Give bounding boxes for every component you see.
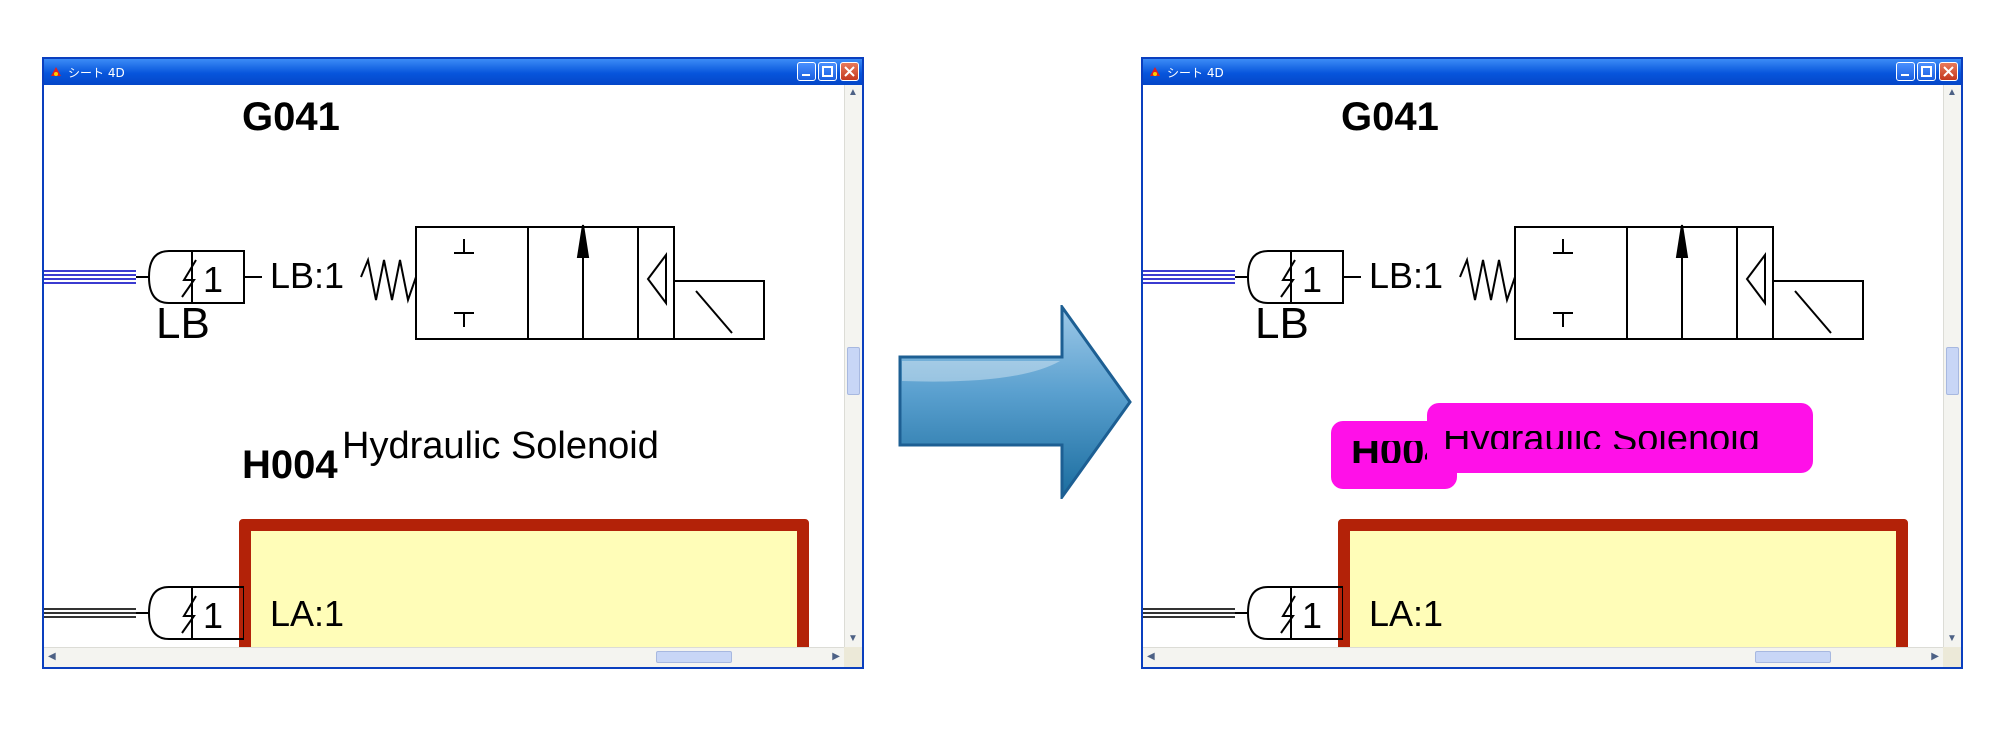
- connector-tag-lb: LB: [1255, 299, 1309, 348]
- component-description-clipped: Hydraulic Solenoid: [1443, 431, 1795, 449]
- close-icon: [1943, 66, 1954, 77]
- port-label-la: LA:1: [270, 593, 345, 634]
- connector-pin-number: 1: [203, 259, 224, 300]
- scroll-left-icon[interactable]: ◀: [1147, 651, 1155, 662]
- scrollbar-corner: [844, 647, 862, 667]
- group-label-g041: G041: [1341, 95, 1439, 139]
- group-label-g041: G041: [242, 95, 340, 139]
- wire-bundle-blue: [44, 270, 136, 284]
- connector-tag-lb: LB: [156, 299, 210, 348]
- spring-symbol: [360, 256, 417, 304]
- scroll-up-icon[interactable]: ▲: [1947, 87, 1957, 98]
- wire-bundle-black: [1143, 608, 1235, 618]
- vertical-scroll-thumb[interactable]: [847, 347, 860, 395]
- vertical-scrollbar[interactable]: ▲ ▼: [844, 85, 862, 647]
- window-titlebar[interactable]: シート 4D: [1143, 59, 1961, 85]
- window-title: シート 4D: [68, 66, 125, 80]
- component-description: Hydraulic Solenoid: [342, 425, 659, 467]
- maximize-button[interactable]: [818, 62, 837, 81]
- window-before: シート 4D G041: [42, 57, 864, 669]
- selected-component-panel[interactable]: [1338, 519, 1908, 647]
- app-icon: [51, 67, 61, 76]
- connector-la-symbol: [1235, 586, 1343, 640]
- horizontal-scrollbar[interactable]: ◀ ▶: [44, 647, 844, 667]
- connector-lb-symbol: [136, 250, 262, 304]
- vertical-scroll-thumb[interactable]: [1946, 347, 1959, 395]
- scroll-right-icon[interactable]: ▶: [1931, 651, 1939, 662]
- scrollbar-corner: [1943, 647, 1961, 667]
- connector-la-pin-number: 1: [203, 595, 224, 636]
- scroll-right-icon[interactable]: ▶: [832, 651, 840, 662]
- scroll-down-icon[interactable]: ▼: [1947, 633, 1957, 644]
- port-label-lb: LB:1: [1369, 255, 1444, 296]
- scroll-left-icon[interactable]: ◀: [48, 651, 56, 662]
- schematic-drawing: [1143, 224, 1864, 618]
- horizontal-scroll-thumb[interactable]: [656, 651, 732, 663]
- minimize-button[interactable]: [797, 62, 816, 81]
- wire-bundle-blue: [1143, 270, 1235, 284]
- minimize-button[interactable]: [1896, 62, 1915, 81]
- wire-bundle-black: [44, 608, 136, 618]
- schematic-canvas[interactable]: G041: [1143, 85, 1943, 647]
- maximize-icon: [822, 66, 833, 77]
- group-label-h004-clipped: H004: [1351, 441, 1443, 463]
- window-titlebar[interactable]: シート 4D: [44, 59, 862, 85]
- window-after: シート 4D G041: [1141, 57, 1963, 669]
- horizontal-scrollbar[interactable]: ◀ ▶: [1143, 647, 1943, 667]
- close-icon: [844, 66, 855, 77]
- app-icon: [1150, 67, 1160, 76]
- window-title: シート 4D: [1167, 66, 1224, 80]
- port-label-la: LA:1: [1369, 593, 1444, 634]
- connector-pin-number: 1: [1302, 259, 1323, 300]
- transition-arrow-icon: [898, 305, 1132, 499]
- close-button[interactable]: [1939, 62, 1958, 81]
- port-label-lb: LB:1: [270, 255, 345, 296]
- maximize-icon: [1921, 66, 1932, 77]
- spring-symbol: [1459, 256, 1516, 304]
- schematic-canvas[interactable]: G041: [44, 85, 844, 647]
- scroll-down-icon[interactable]: ▼: [848, 633, 858, 644]
- schematic-drawing: [44, 224, 765, 618]
- minimize-icon: [1901, 74, 1909, 76]
- maximize-button[interactable]: [1917, 62, 1936, 81]
- connector-lb-symbol: [1235, 250, 1361, 304]
- selected-component-panel[interactable]: [239, 519, 809, 647]
- solenoid-valve-symbol: [415, 224, 765, 340]
- close-button[interactable]: [840, 62, 859, 81]
- scroll-up-icon[interactable]: ▲: [848, 87, 858, 98]
- connector-la-pin-number: 1: [1302, 595, 1323, 636]
- solenoid-valve-symbol: [1514, 224, 1864, 340]
- vertical-scrollbar[interactable]: ▲ ▼: [1943, 85, 1961, 647]
- horizontal-scroll-thumb[interactable]: [1755, 651, 1831, 663]
- connector-la-symbol: [136, 586, 244, 640]
- minimize-icon: [802, 74, 810, 76]
- highlight-description[interactable]: Hydraulic Solenoid: [1427, 403, 1813, 473]
- group-label-h004: H004: [242, 443, 338, 487]
